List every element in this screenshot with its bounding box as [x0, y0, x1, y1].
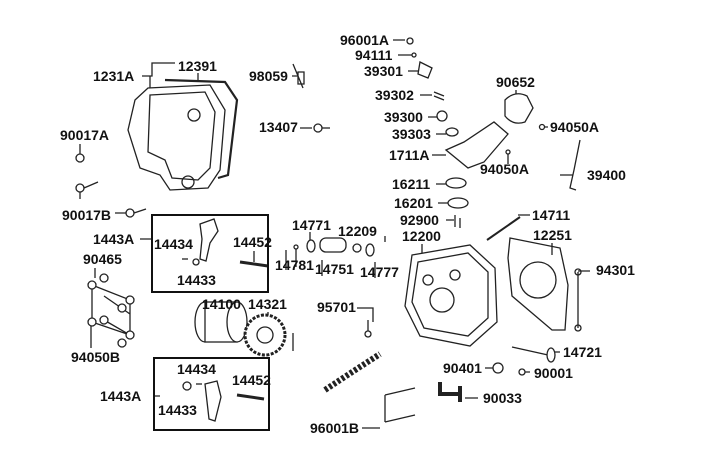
part-label-90033: 90033 — [483, 390, 530, 411]
part-label-14321: 14321 — [248, 296, 295, 317]
valve-cover — [127, 78, 239, 191]
part-label-14434-bottom: 14434 — [177, 361, 224, 382]
part-label-96001A: 96001A — [340, 32, 398, 53]
part-label-1711A: 1711A — [389, 147, 439, 168]
part-label-14771: 14771 — [292, 217, 339, 238]
part-label-14711: 14711 — [532, 207, 579, 228]
valve-train — [239, 237, 556, 423]
head-gasket — [507, 237, 582, 332]
part-label-92900: 92900 — [400, 212, 447, 233]
part-label-90017B: 90017B — [62, 207, 120, 228]
washer-set — [87, 273, 135, 348]
part-label-14781: 14781 — [275, 257, 322, 278]
part-label-96001B: 96001B — [310, 420, 368, 441]
part-label-90001: 90001 — [534, 365, 581, 386]
part-label-90465: 90465 — [83, 251, 130, 272]
cylinder-head — [404, 244, 498, 347]
part-label-94301: 94301 — [596, 262, 643, 283]
part-label-1231A: 1231A — [93, 68, 143, 89]
part-label-12209: 12209 — [338, 223, 385, 244]
part-label-12391: 12391 — [178, 58, 225, 79]
part-label-94050B: 94050B — [71, 349, 129, 370]
part-label-14777: 14777 — [360, 264, 407, 285]
part-label-16211: 16211 — [392, 176, 439, 197]
rocker-arms — [182, 218, 222, 422]
rocker-arm-assembly-box-bottom — [153, 357, 270, 431]
part-label-98059: 98059 — [249, 68, 296, 89]
part-label-13407: 13407 — [259, 119, 306, 140]
part-label-94050A-right: 94050A — [550, 119, 608, 140]
part-label-16201: 16201 — [394, 195, 441, 216]
part-label-90652: 90652 — [496, 74, 543, 95]
part-label-39300: 39300 — [384, 109, 431, 130]
part-label-39301: 39301 — [364, 63, 411, 84]
part-label-14434-top: 14434 — [154, 236, 201, 257]
part-label-1443A-top: 1443A — [93, 231, 143, 252]
part-label-14452-bottom: 14452 — [232, 372, 279, 393]
camshaft-sprocket — [194, 301, 294, 401]
part-label-14452-top: 14452 — [233, 234, 280, 255]
part-label-39400: 39400 — [587, 167, 634, 188]
small-parts — [75, 37, 581, 241]
part-label-95701: 95701 — [317, 299, 364, 320]
part-label-14100: 14100 — [202, 296, 249, 317]
part-label-14433-top: 14433 — [177, 272, 224, 293]
part-label-1443A-bottom: 1443A — [100, 388, 150, 409]
part-label-39303: 39303 — [392, 126, 439, 147]
part-label-90017A: 90017A — [60, 127, 118, 148]
rocker-arm-assembly-box-top — [151, 214, 269, 293]
part-label-14751: 14751 — [315, 261, 362, 282]
part-label-94050A-middle: 94050A — [480, 161, 538, 182]
part-label-39302: 39302 — [375, 87, 422, 108]
leader-lines — [79, 39, 590, 429]
part-label-94111: 94111 — [355, 47, 401, 68]
part-label-12200: 12200 — [402, 228, 449, 249]
part-label-90401: 90401 — [443, 360, 490, 381]
part-label-14721: 14721 — [563, 344, 610, 365]
part-label-12251: 12251 — [533, 227, 580, 248]
part-label-14433-bottom: 14433 — [158, 402, 205, 423]
